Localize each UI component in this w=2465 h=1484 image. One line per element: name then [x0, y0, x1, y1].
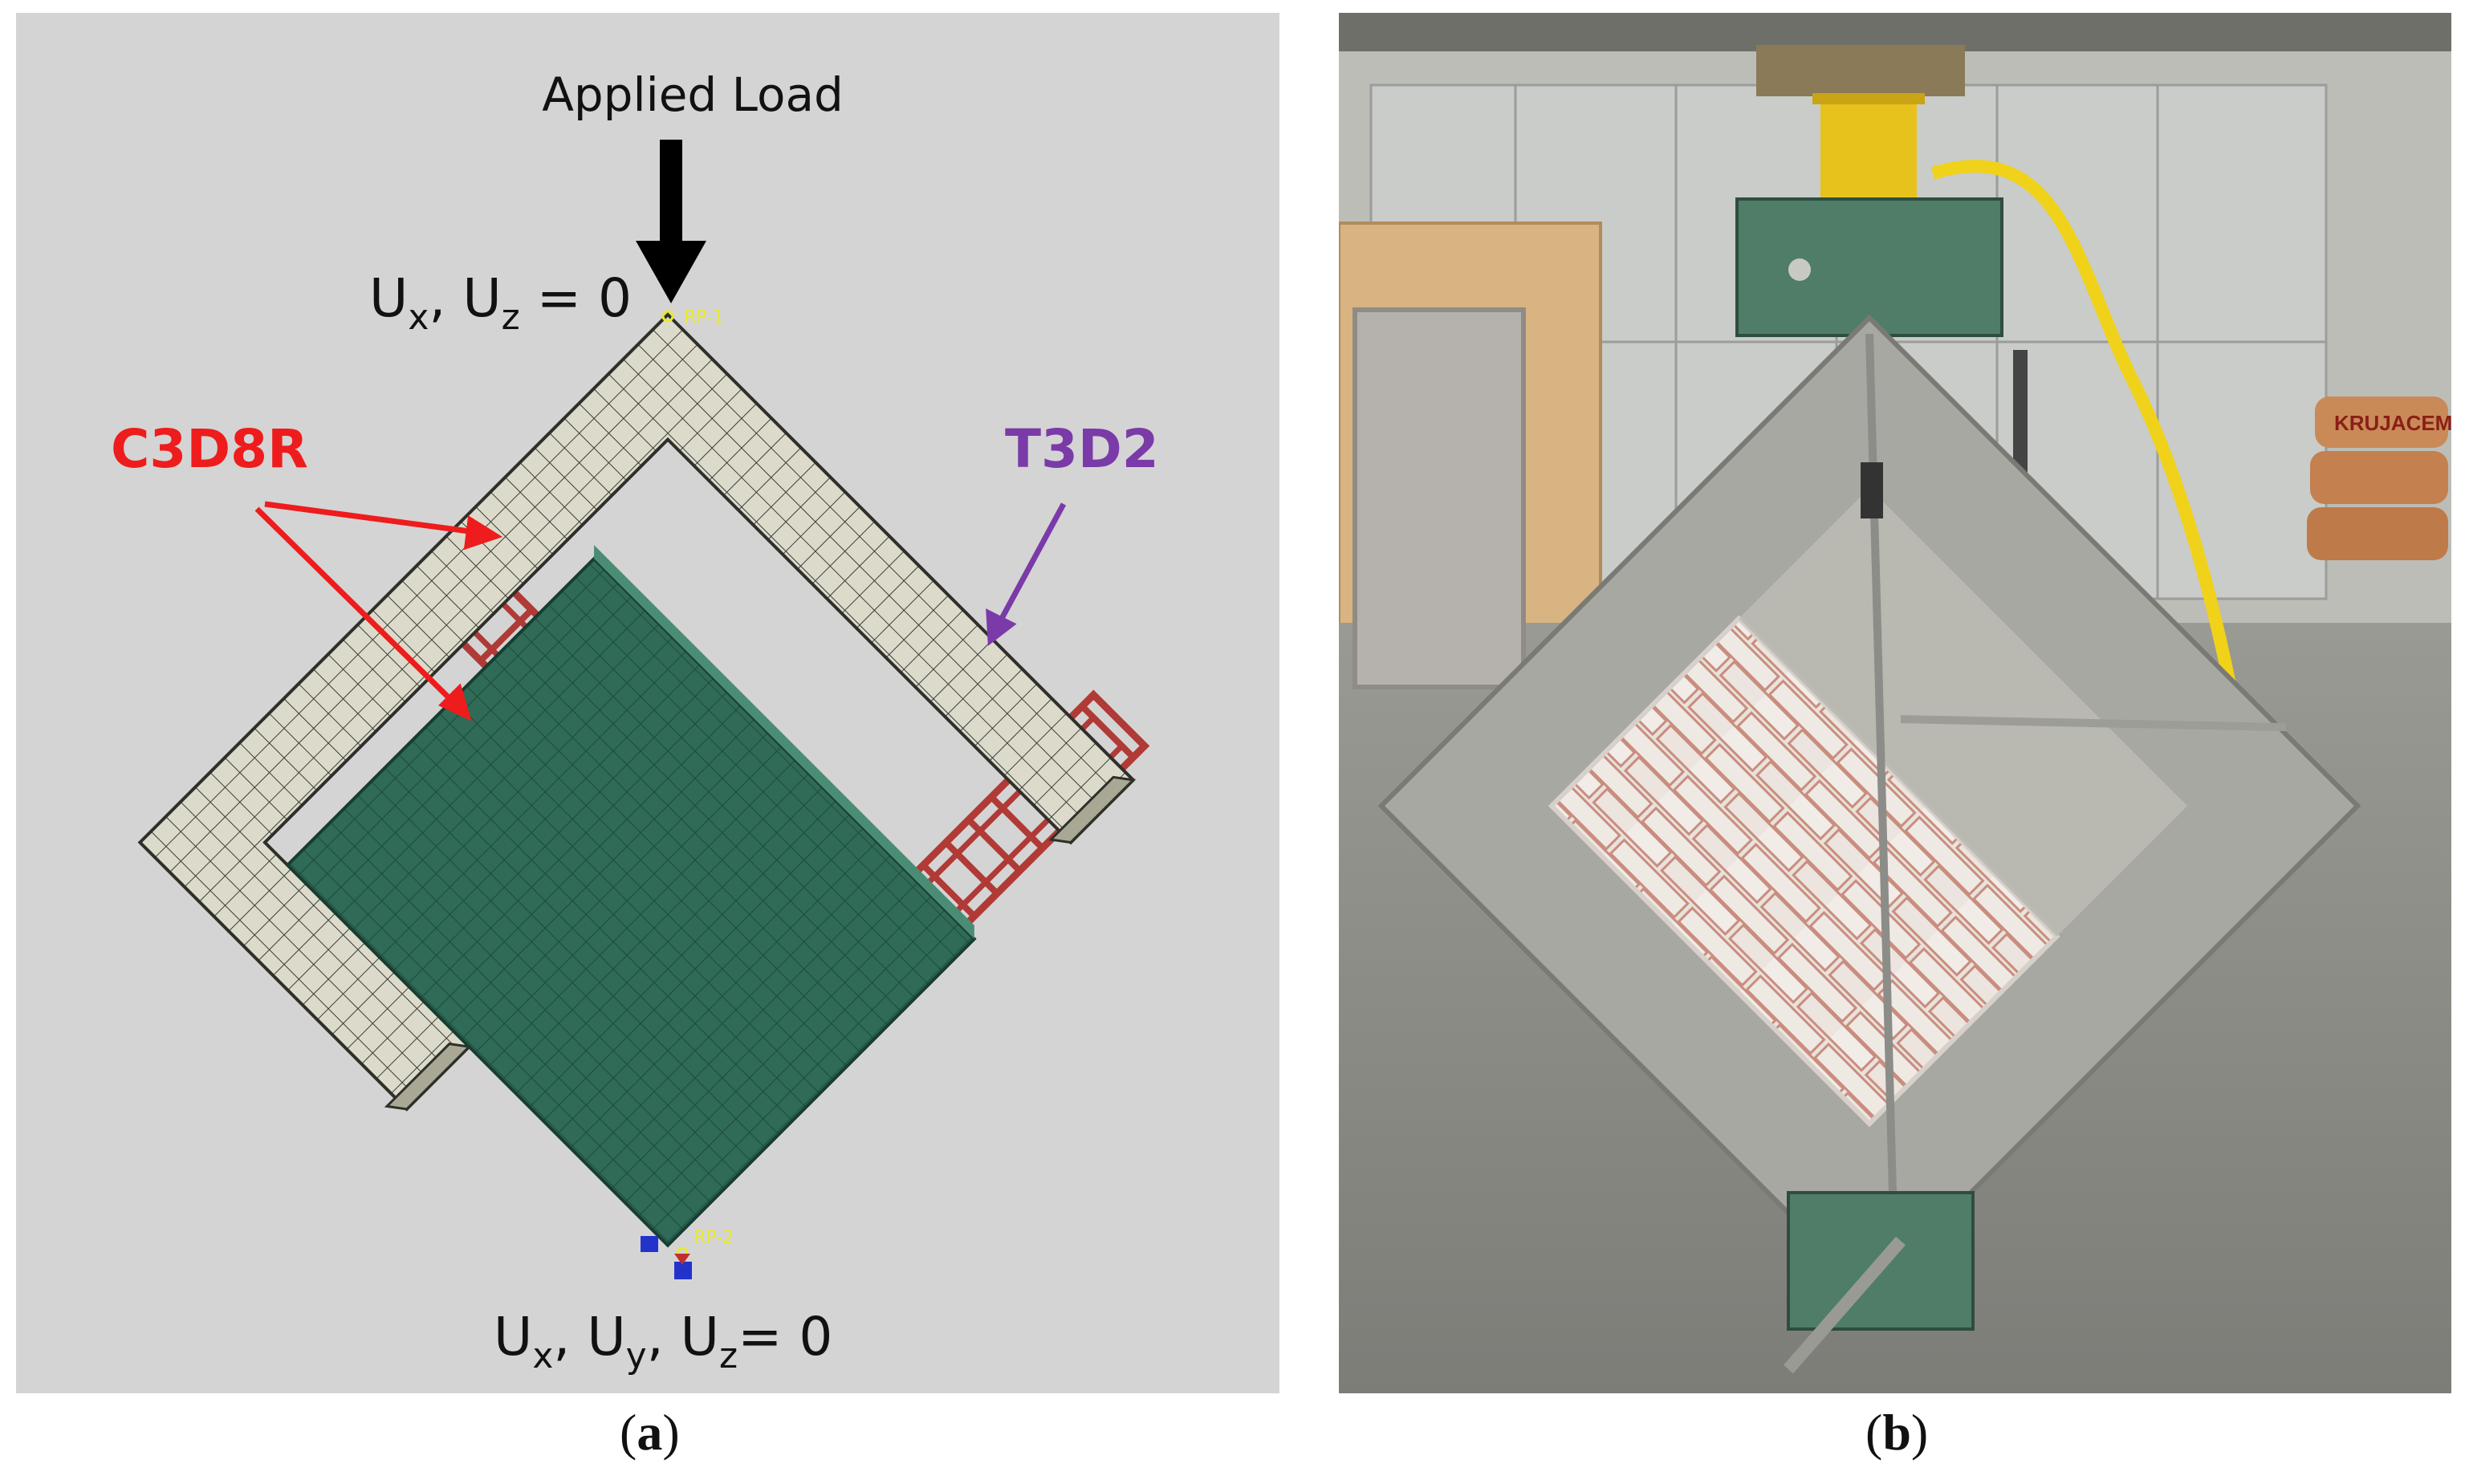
concrete-frame-specimen: [1377, 314, 2361, 1298]
hydraulic-jack: [1735, 45, 2003, 337]
frame-mesh: [137, 312, 1137, 1112]
test-setup-photo: KRUJACEM: [1339, 13, 2451, 1393]
svg-text:RP-1: RP-1: [684, 307, 724, 327]
truss-element-arrow: [986, 502, 1067, 646]
caption-b: (b): [1865, 1404, 1929, 1461]
applied-load-arrow: [636, 140, 706, 303]
truss-element-label: T3D2: [1005, 418, 1159, 480]
test-setup-svg: KRUJACEM: [1339, 13, 2451, 1393]
top-boundary-condition: Ux, Uz = 0: [369, 267, 632, 338]
boundary-condition-symbols: [641, 1236, 692, 1279]
fe-model-svg: RP-1 RP-2 Applied Load Ux, Uz = 0 Ux, Uy…: [111, 67, 1159, 1376]
background-panel: [1352, 307, 1526, 689]
infill-mesh: [285, 545, 977, 1248]
dial-gauge: [1861, 462, 1883, 518]
bottom-support-shoe: [1783, 1191, 1975, 1374]
cement-bags: KRUJACEM: [2307, 396, 2451, 560]
caption-a: (a): [620, 1404, 680, 1461]
applied-load-label: Applied Load: [542, 67, 844, 122]
rotated-frame-group: [137, 312, 1150, 1248]
horizontal-rod: [1900, 715, 2287, 731]
svg-text:KRUJACEM: KRUJACEM: [2334, 411, 2451, 435]
svg-text:RP-2: RP-2: [694, 1228, 734, 1248]
solid-element-arrows: [254, 501, 503, 722]
reference-point-top: RP-1: [661, 307, 724, 327]
bottom-boundary-condition: Ux, Uy, Uz= 0: [494, 1306, 832, 1376]
solid-element-label: C3D8R: [111, 418, 308, 480]
reference-point-bottom: RP-2: [676, 1228, 734, 1259]
fe-model-panel: RP-1 RP-2 Applied Load Ux, Uz = 0 Ux, Uy…: [16, 13, 1279, 1393]
